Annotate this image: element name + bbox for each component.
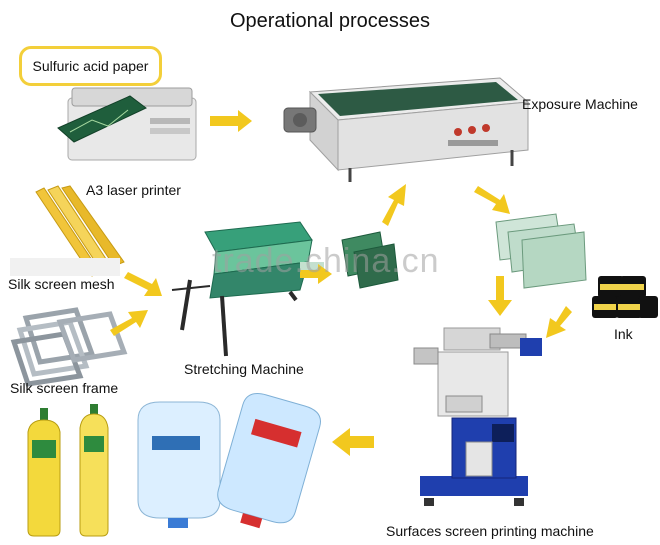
screen-printing-machine-image <box>413 327 542 506</box>
arrow-screens-right-to-printing <box>488 276 512 316</box>
diagram-title: Operational processes <box>229 10 431 32</box>
silk-screen-mesh-image <box>10 185 125 277</box>
silk-screen-mesh-label: Silk screen mesh <box>8 276 115 292</box>
arrow-exposure-to-screens-right <box>474 186 510 214</box>
arrow-screens-center-to-exposure <box>382 184 406 226</box>
sulfuric-acid-paper-callout: Sulfuric acid paper <box>19 46 162 86</box>
exposure-machine-label: Exposure Machine <box>522 96 638 112</box>
exposure-machine-image <box>283 77 530 182</box>
arrow-printer-to-exposure <box>210 110 252 132</box>
silk-screen-frame-label: Silk screen frame <box>10 380 119 396</box>
laser-printer-image <box>57 87 197 161</box>
dish-soap-bottles-image <box>27 404 109 537</box>
green-screens-right-image <box>495 213 587 289</box>
screen-printing-machine-label: Surfaces screen printing machine <box>386 523 594 539</box>
arrow-stretching-to-screens <box>300 264 332 284</box>
ink-label: Ink <box>614 326 633 342</box>
silk-screen-frames-image <box>10 307 128 387</box>
watermark: trade.china.cn <box>212 242 440 280</box>
ink-cans-image <box>592 276 658 318</box>
stretching-machine-image <box>171 221 313 357</box>
arrow-printing-to-bottles <box>332 428 374 456</box>
arrow-frame-to-stretching <box>110 310 148 336</box>
flow-arrows <box>110 110 572 456</box>
water-bottles-image <box>137 393 321 529</box>
stretching-machine-label: Stretching Machine <box>184 361 304 377</box>
arrow-mesh-to-stretching <box>124 272 162 296</box>
arrow-ink-to-printing <box>546 306 572 338</box>
laser-printer-label: A3 laser printer <box>86 182 181 198</box>
